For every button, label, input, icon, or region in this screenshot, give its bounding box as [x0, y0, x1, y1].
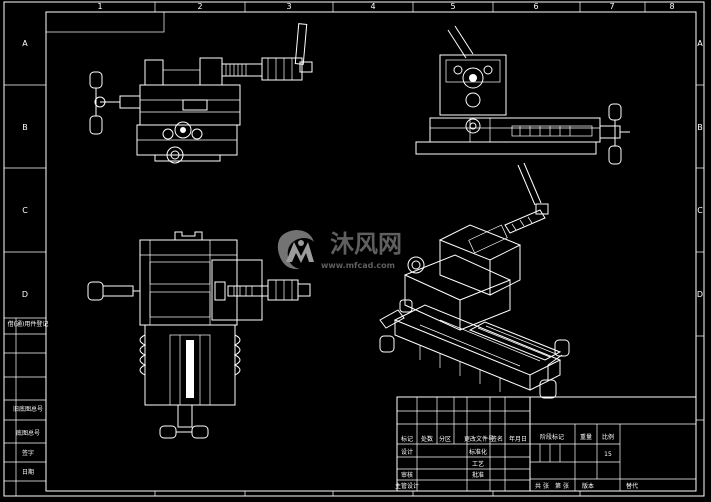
row-label: C — [697, 206, 703, 215]
vise-isometric-view — [379, 162, 570, 399]
panel-cell: 借(通)用件登记 — [8, 320, 49, 328]
column-label: 4 — [370, 2, 375, 11]
weight-label: 重量 — [580, 433, 592, 441]
title-header-cell: 处数 — [421, 435, 433, 443]
title-header-cell: 分区 — [439, 435, 451, 443]
watermark-url: www.mfcad.com — [321, 261, 395, 270]
row-labels: A B C D A B C D — [22, 39, 703, 299]
title-header-cell: 更改文件号 — [464, 435, 494, 443]
column-label: 6 — [533, 2, 538, 11]
vise-side-view — [415, 25, 630, 165]
column-label: 7 — [609, 2, 614, 11]
row-label: B — [697, 123, 703, 132]
drawing-frame — [3, 1, 705, 497]
title-header-cell: 签名 — [491, 435, 503, 443]
design-label: 设计 — [401, 448, 413, 456]
stage-mark-label: 阶段标记 — [540, 433, 564, 441]
craft-label: 工艺 — [472, 460, 484, 468]
panel-cell: 签字 — [22, 449, 34, 457]
review-label: 审核 — [401, 471, 413, 479]
row-label: D — [697, 290, 703, 299]
column-label: 3 — [286, 2, 291, 11]
standardization-label: 标准化 — [469, 448, 487, 456]
column-label: 2 — [197, 2, 202, 11]
column-label: 8 — [669, 2, 674, 11]
watermark-brand: 沐风网 — [330, 230, 402, 258]
panel-cell: 旧底图总号 — [13, 405, 43, 413]
row-label: C — [22, 206, 28, 215]
version-label: 版本 — [582, 482, 594, 490]
row-label: B — [22, 123, 28, 132]
panel-cell: 日期 — [22, 468, 34, 476]
left-registration-panel: 借(通)用件登记 旧底图总号 底图总号 签字 日期 — [4, 84, 49, 496]
watermark: 沐风网 www.mfcad.com — [277, 230, 402, 270]
row-label: D — [22, 290, 28, 299]
scale-value: 15 — [604, 451, 612, 458]
approve-label: 批准 — [472, 471, 484, 479]
sheet-no-label: 第 张 — [555, 482, 569, 490]
mf-logo-icon — [277, 230, 314, 270]
vise-top-view — [87, 231, 311, 439]
column-label: 5 — [450, 2, 455, 11]
row-label: A — [697, 39, 703, 48]
title-header-cell: 标记 — [401, 435, 413, 443]
scale-label: 比例 — [602, 433, 614, 441]
title-block: 标记 处数 分区 更改文件号 签名 年月日 设计 标准化 工艺 审核 批准 主管… — [395, 396, 697, 492]
row-label: A — [22, 39, 28, 48]
chief-designer-label: 主管设计 — [395, 482, 419, 490]
panel-cell: 底图总号 — [16, 429, 40, 437]
title-header-cell: 年月日 — [509, 435, 527, 443]
replace-label: 替代 — [626, 482, 638, 490]
vise-front-view — [89, 23, 313, 164]
column-labels: 1 2 3 4 5 6 7 8 — [97, 2, 674, 11]
column-label: 1 — [97, 2, 102, 11]
sheet-total-label: 共 张 — [535, 482, 549, 490]
